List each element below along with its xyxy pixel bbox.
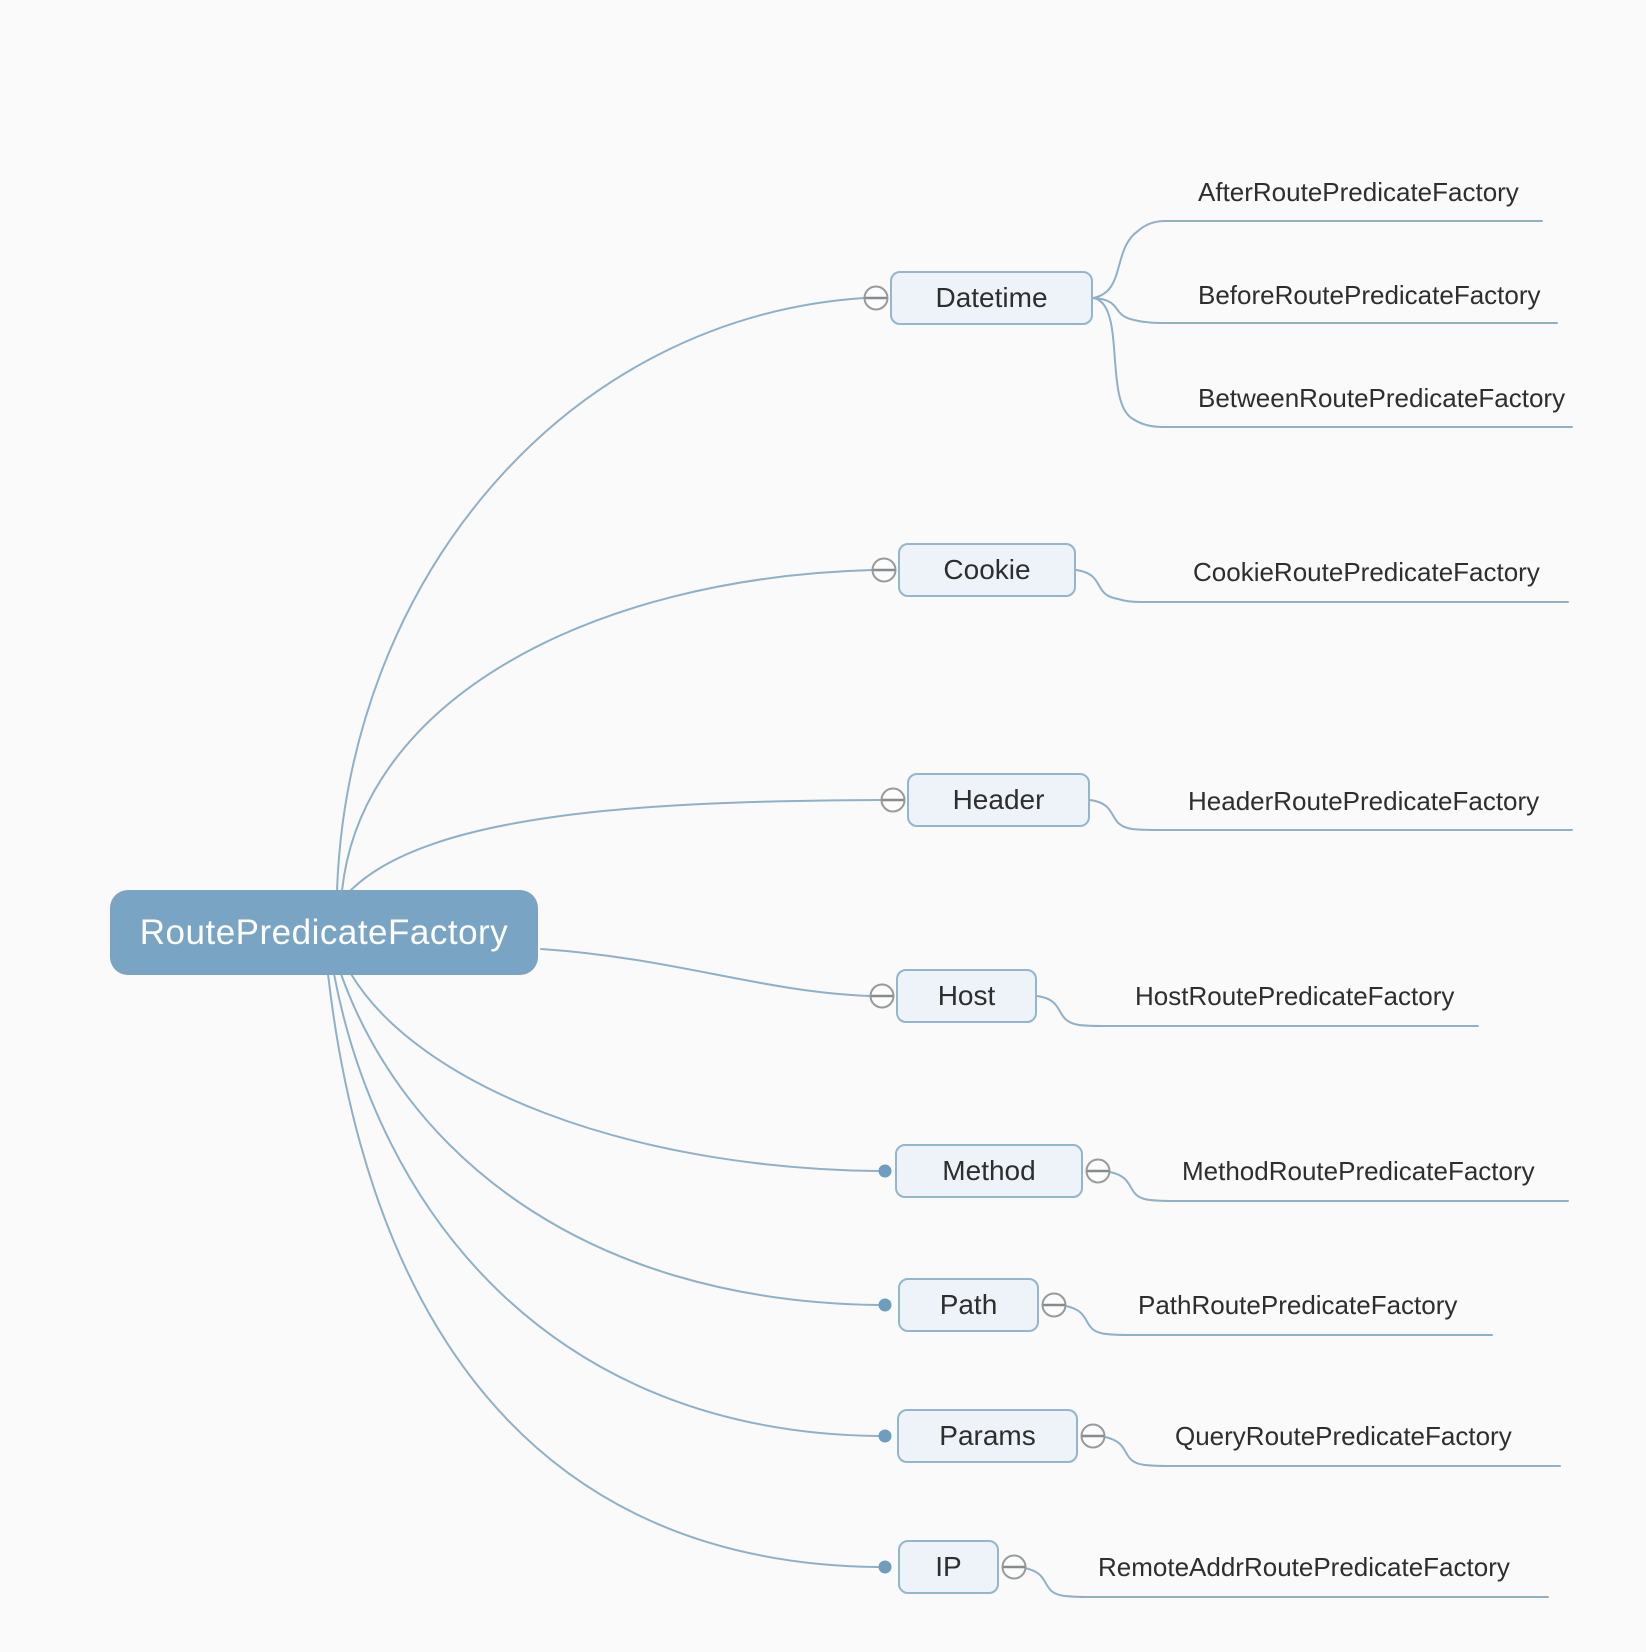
branch-node-method[interactable]: Method: [895, 1144, 1083, 1198]
leaf-node-after[interactable]: AfterRoutePredicateFactory: [1198, 177, 1519, 207]
branch-leaf-connector-line: [1065, 1305, 1493, 1336]
branch-dot-icon: [878, 1429, 892, 1443]
collapse-toggle-datetime[interactable]: [863, 285, 889, 311]
collapse-toggle-path[interactable]: [1041, 1292, 1067, 1318]
root-branch-connector-line: [349, 799, 882, 892]
branch-node-host[interactable]: Host: [896, 969, 1037, 1023]
branch-leaf-connector-line: [1092, 220, 1543, 299]
branch-node-path[interactable]: Path: [898, 1278, 1039, 1332]
branch-node-ip[interactable]: IP: [898, 1540, 999, 1594]
root-branch-connector-line: [336, 297, 865, 892]
root-branch-connector-line: [333, 973, 879, 1437]
leaf-node-header[interactable]: HeaderRoutePredicateFactory: [1188, 786, 1540, 816]
branch-node-datetime[interactable]: Datetime: [890, 271, 1093, 325]
branch-leaf-connector-line: [1104, 1436, 1561, 1467]
branch-leaf-connector-line: [1036, 995, 1479, 1027]
leaf-node-query[interactable]: QueryRoutePredicateFactory: [1175, 1421, 1512, 1451]
collapse-toggle-cookie[interactable]: [871, 557, 897, 583]
branch-dot-icon: [878, 1560, 892, 1574]
collapse-toggle-params[interactable]: [1080, 1423, 1106, 1449]
collapse-toggle-header[interactable]: [880, 787, 906, 813]
leaf-node-host[interactable]: HostRoutePredicateFactory: [1135, 981, 1455, 1011]
branch-node-header[interactable]: Header: [907, 773, 1090, 827]
leaf-node-remoteaddr[interactable]: RemoteAddrRoutePredicateFactory: [1098, 1552, 1510, 1582]
root-node[interactable]: RoutePredicateFactory: [110, 890, 538, 975]
branch-node-params[interactable]: Params: [897, 1409, 1078, 1463]
branch-leaf-connector-line: [1092, 297, 1558, 324]
branch-dot-icon: [878, 1164, 892, 1178]
branch-leaf-connector-line: [1024, 1567, 1549, 1598]
branch-leaf-connector-line: [1075, 569, 1569, 603]
leaf-node-path[interactable]: PathRoutePredicateFactory: [1138, 1290, 1458, 1320]
leaf-node-cookie[interactable]: CookieRoutePredicateFactory: [1193, 557, 1540, 587]
root-branch-connector-line: [350, 973, 879, 1172]
leaf-node-method[interactable]: MethodRoutePredicateFactory: [1182, 1156, 1535, 1186]
branch-dot-icon: [878, 1298, 892, 1312]
root-branch-connector-line: [340, 973, 879, 1306]
root-branch-connector-line: [327, 973, 879, 1568]
root-branch-connector-line: [540, 948, 871, 997]
branch-leaf-connector-line: [1092, 297, 1573, 428]
branch-leaf-connector-line: [1089, 799, 1573, 831]
collapse-toggle-ip[interactable]: [1001, 1554, 1027, 1580]
collapse-toggle-host[interactable]: [869, 983, 895, 1009]
leaf-node-before[interactable]: BeforeRoutePredicateFactory: [1198, 280, 1541, 310]
branch-leaf-connector-line: [1109, 1171, 1569, 1202]
root-branch-connector-line: [341, 569, 873, 892]
branch-node-cookie[interactable]: Cookie: [898, 543, 1076, 597]
collapse-toggle-method[interactable]: [1085, 1158, 1111, 1184]
leaf-node-between[interactable]: BetweenRoutePredicateFactory: [1198, 383, 1566, 413]
